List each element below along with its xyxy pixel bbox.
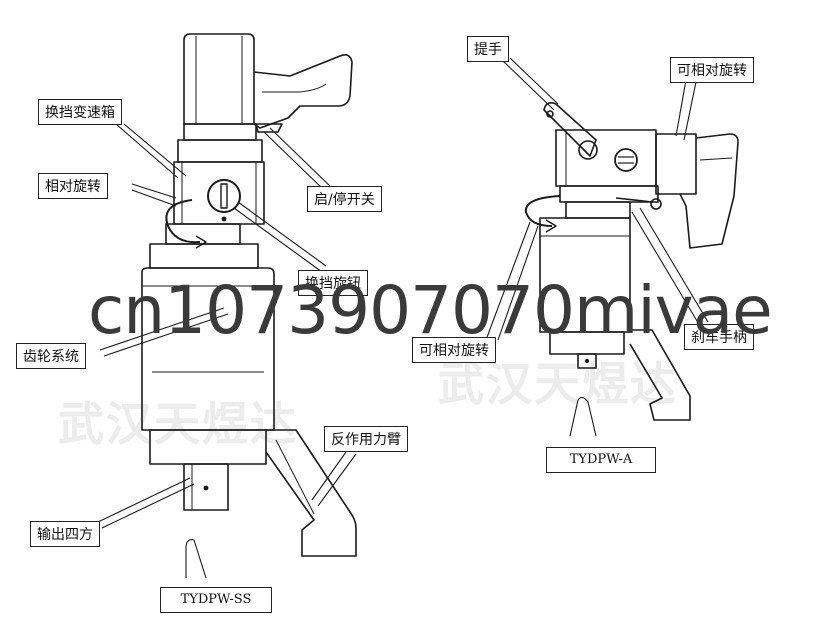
watermark-code: cn1073907070mivae: [88, 272, 773, 349]
right-motor: [655, 133, 697, 195]
right-shift-knob: [614, 148, 638, 172]
left-switch: [255, 123, 283, 133]
label-gear-system: 齿轮系统: [16, 343, 86, 369]
label-relative-rotation: 相对旋转: [38, 173, 108, 199]
model-label-left: TYDPW-SS: [160, 587, 272, 613]
label-rotatable-top: 可相对旋转: [670, 57, 754, 83]
right-carry-handle: [543, 102, 597, 157]
left-output-square: [183, 463, 229, 511]
left-rotation-arrow: [165, 199, 201, 244]
right-output-square: [577, 353, 597, 369]
label-handle: 提手: [467, 36, 509, 62]
label-gearbox-shift: 换挡变速箱: [38, 99, 122, 125]
label-shift-knob: 换挡旋钮: [298, 270, 368, 296]
left-gear-housing: [141, 267, 275, 431]
label-start-stop-switch: 启/停开关: [307, 186, 382, 212]
right-head: [555, 129, 657, 187]
leader-lines: [97, 57, 709, 579]
left-motor: [183, 33, 255, 125]
watermark-company-left: 武汉天煜达: [58, 397, 298, 451]
watermark-company-right: 武汉天煜达: [438, 357, 678, 411]
label-output-square: 输出四方: [30, 521, 100, 547]
left-tool: [141, 33, 357, 557]
left-handle: [253, 54, 353, 129]
left-reaction-arm: [265, 429, 357, 557]
label-brake-handle: 刹车手柄: [684, 324, 754, 350]
right-reaction-arm: [629, 329, 691, 421]
label-reaction-arm: 反作用力臂: [324, 426, 408, 452]
right-rotation-arrow: [524, 195, 561, 227]
label-rotatable-bottom: 可相对旋转: [412, 337, 496, 363]
right-tool: [524, 102, 739, 421]
model-label-right: TYDPW-A: [546, 447, 656, 473]
right-pistol-grip: [679, 133, 739, 249]
left-shift-knob: [207, 179, 241, 213]
left-gearbox: [173, 161, 265, 225]
